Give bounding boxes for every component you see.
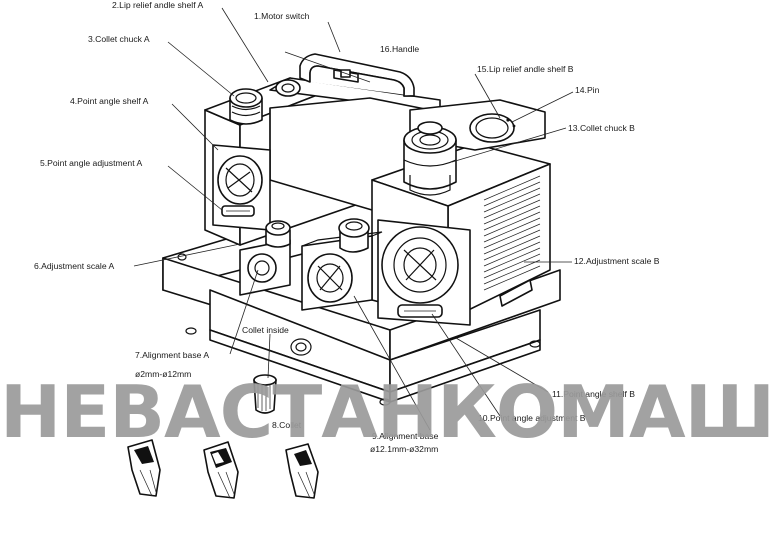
label-alignment-base-b-range: ø12.1mm-ø32mm xyxy=(370,444,438,454)
drill-bit-icon xyxy=(285,443,319,499)
label-adjustment-scale-a: 6.Adjustment scale A xyxy=(34,261,115,271)
label-point-angle-adjustment-a: 5.Point angle adjustment A xyxy=(40,158,143,168)
label-collet-chuck-b: 13.Collet chuck B xyxy=(568,123,635,133)
label-lip-relief-a: 2.Lip relief andle shelf A xyxy=(112,0,204,10)
label-alignment-base-a-range: ø2mm-ø12mm xyxy=(135,369,191,379)
machine-illustration xyxy=(162,53,561,406)
leader-lines xyxy=(133,7,574,431)
label-handle: 16.Handle xyxy=(380,44,419,54)
label-adjustment-scale-b: 12.Adjustment scale B xyxy=(574,256,660,266)
label-shelf-b: 11.Point angle shelf B xyxy=(552,389,635,399)
label-lip-relief-b: 15.Lip relief andle shelf B xyxy=(477,64,574,74)
label-collet-chuck-a: 3.Collet chuck A xyxy=(88,34,150,44)
label-alignment-base-a: 7.Alignment base A xyxy=(135,350,209,360)
label-collet-inside: Collet inside xyxy=(242,325,289,335)
label-point-angle-adjustment-b: 10.Point angle adjustment B xyxy=(478,413,586,423)
vent-slots xyxy=(483,175,541,291)
drill-bit-icon xyxy=(127,439,161,497)
watermark-text: НЕВАСТАНКОМАШ xyxy=(0,370,774,454)
drill-bit-icon xyxy=(203,441,239,499)
label-alignment-base-b: 9.Alignment base xyxy=(372,431,439,441)
label-motor-switch: 1.Motor switch xyxy=(254,11,310,21)
label-pin: 14.Pin xyxy=(575,85,600,95)
label-collet: 8.Collet xyxy=(272,420,302,430)
collet-icon xyxy=(253,374,277,414)
label-point-angle-shelf-a: 4.Point angle shelf A xyxy=(70,96,149,106)
callout-labels: 1.Motor switch 2.Lip relief andle shelf … xyxy=(34,0,660,454)
